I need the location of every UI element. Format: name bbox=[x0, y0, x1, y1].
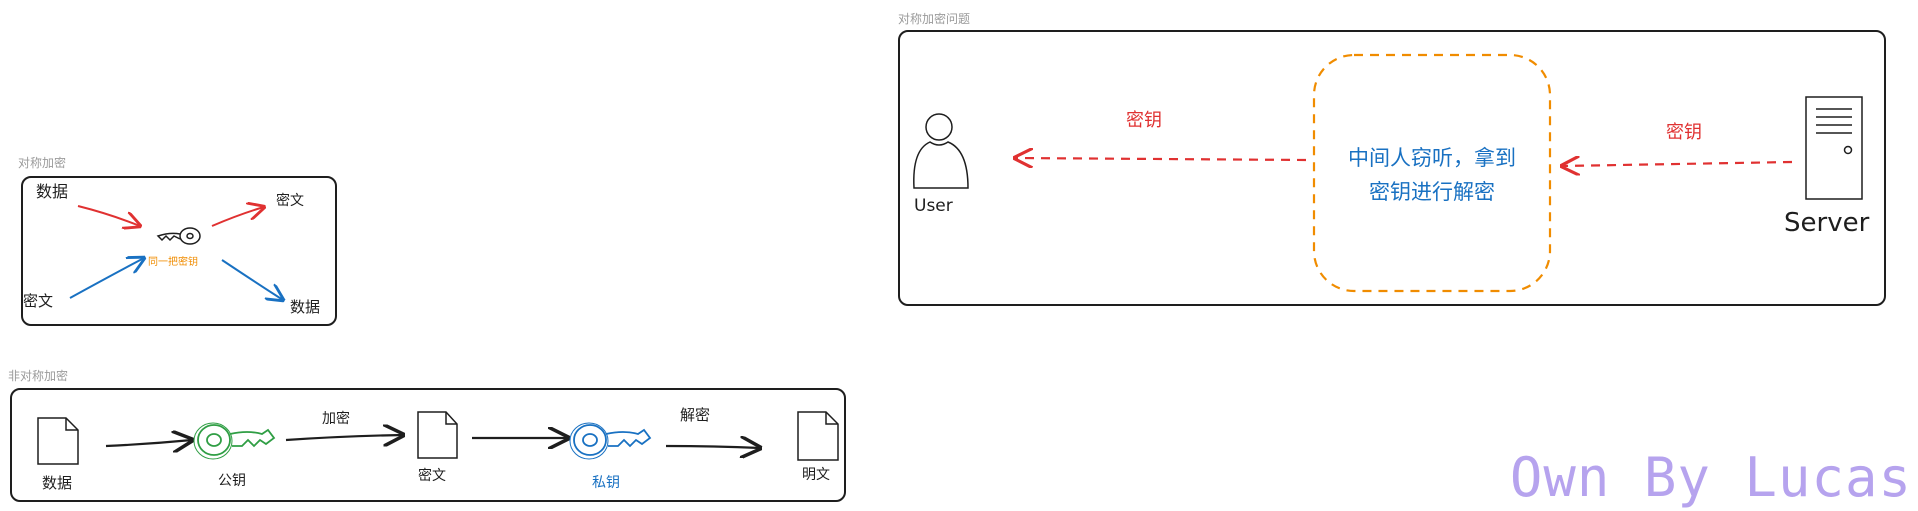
frame-title-asymmetric: 非对称加密 bbox=[8, 369, 69, 383]
label-key-left: 密钥 bbox=[1126, 110, 1162, 131]
label-data-top: 数据 bbox=[36, 182, 69, 201]
label-cipher-bottom: 密文 bbox=[23, 292, 54, 310]
key-icon bbox=[569, 422, 652, 460]
arrow-key-to-data bbox=[221, 259, 283, 300]
label-mitm-line2: 密钥进行解密 bbox=[1369, 180, 1495, 204]
document-icon bbox=[797, 411, 839, 461]
problem-frame[interactable] bbox=[898, 30, 1886, 306]
key-icon bbox=[156, 227, 201, 245]
label-server: Server bbox=[1784, 208, 1870, 238]
label-mitm-line1: 中间人窃听，拿到 bbox=[1348, 146, 1516, 170]
arrow-server-to-mitm bbox=[1562, 162, 1793, 166]
document-icon bbox=[37, 417, 79, 465]
watermark: Own By Lucas bbox=[1509, 446, 1912, 509]
arrow-mitm-to-user bbox=[1015, 158, 1307, 160]
label-doc-data: 数据 bbox=[42, 474, 73, 492]
label-public-key: 公钥 bbox=[218, 473, 246, 489]
label-doc-plain: 明文 bbox=[802, 467, 830, 483]
arrow-data-to-key bbox=[77, 205, 140, 226]
document-icon bbox=[417, 411, 458, 459]
label-private-key: 私钥 bbox=[592, 475, 620, 491]
arrow-doc-to-public-key bbox=[105, 440, 192, 446]
arrow-public-key-to-cipher bbox=[285, 435, 403, 440]
mitm-box bbox=[1312, 53, 1552, 293]
label-cipher-top: 密文 bbox=[276, 193, 304, 209]
label-same-key: 同一把密钥 bbox=[148, 257, 198, 268]
asymmetric-frame[interactable] bbox=[10, 388, 846, 502]
user-icon bbox=[913, 113, 969, 189]
label-encrypt: 加密 bbox=[322, 411, 350, 427]
symmetric-frame[interactable] bbox=[21, 176, 337, 326]
label-data-bottom: 数据 bbox=[290, 298, 321, 316]
frame-title-problem: 对称加密问题 bbox=[898, 12, 971, 26]
key-icon bbox=[193, 422, 276, 460]
label-user: User bbox=[914, 196, 953, 216]
arrow-cipher-to-key bbox=[69, 258, 144, 299]
frame-title-symmetric: 对称加密 bbox=[18, 156, 67, 170]
server-icon bbox=[1805, 96, 1863, 200]
arrow-key-to-cipher bbox=[211, 207, 264, 227]
label-decrypt: 解密 bbox=[680, 406, 711, 424]
arrow-private-key-to-plain bbox=[665, 446, 760, 448]
label-doc-cipher: 密文 bbox=[418, 468, 446, 484]
label-key-right: 密钥 bbox=[1666, 122, 1702, 143]
